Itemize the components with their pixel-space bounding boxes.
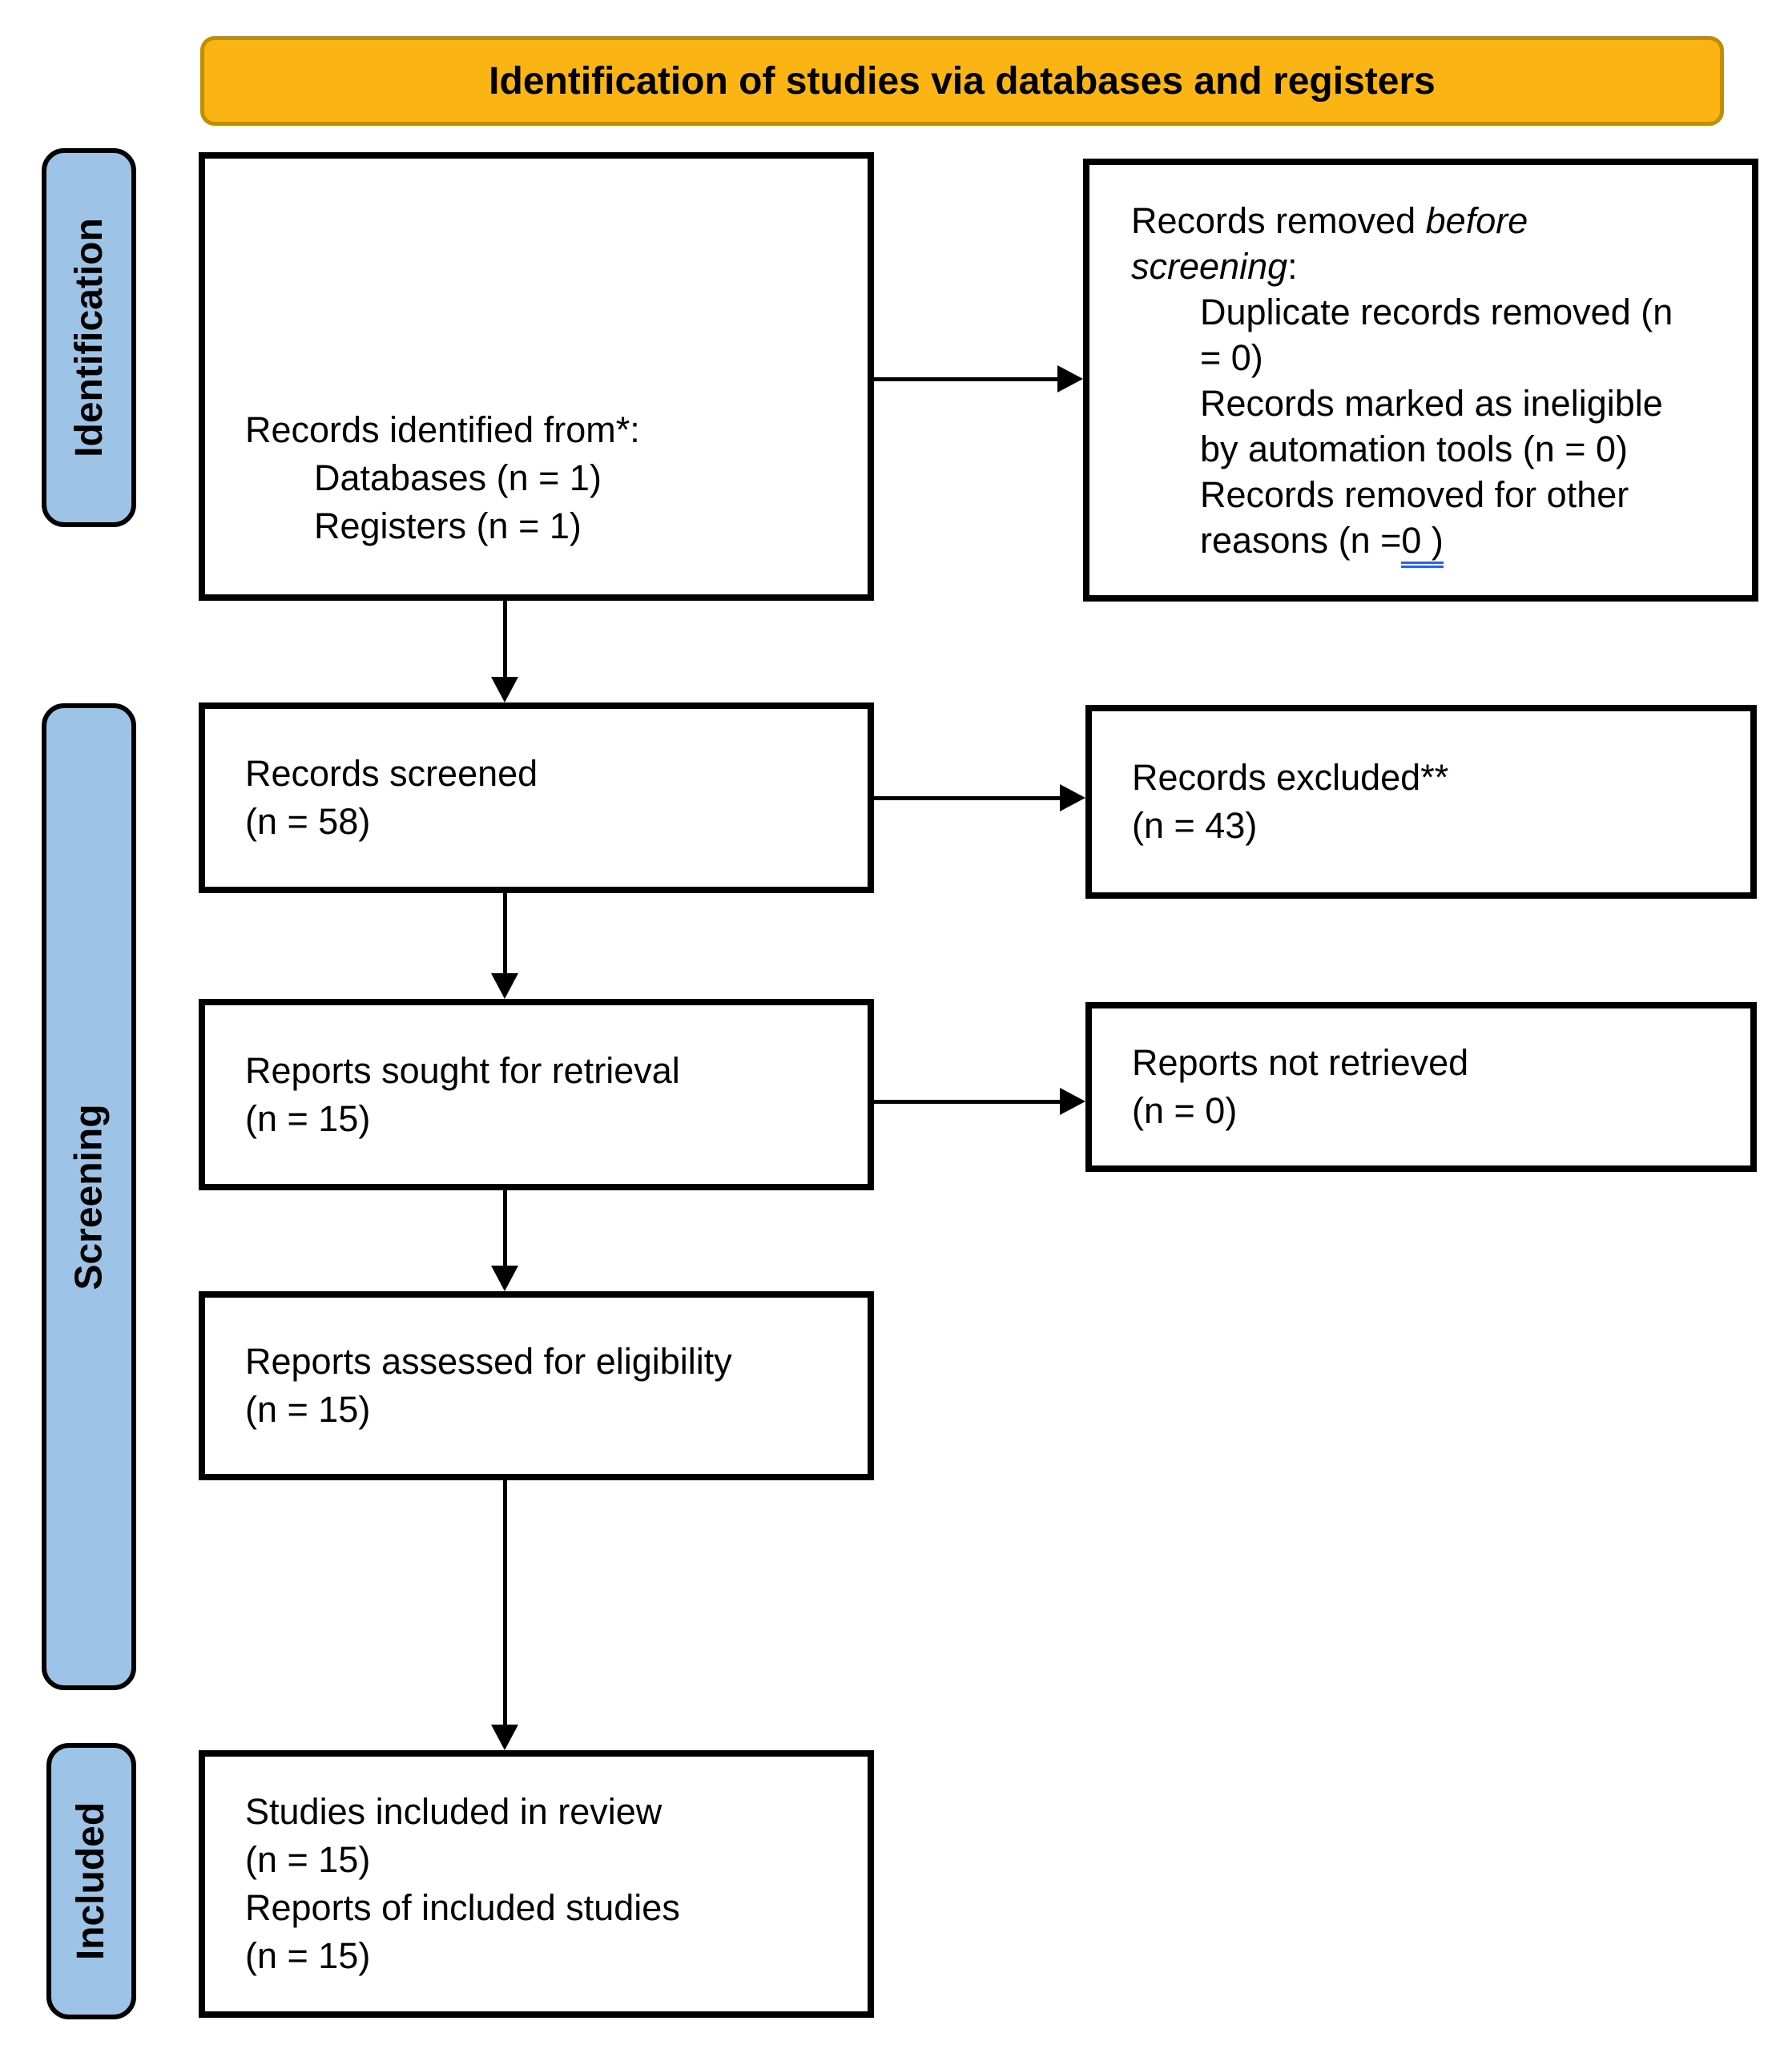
box-studies-included-count1: (n = 15)	[245, 1839, 371, 1880]
box-reports-not-retrieved: Reports not retrieved (n = 0)	[1085, 1002, 1757, 1172]
arrow-identified-to-screened	[489, 601, 521, 702]
box-reports-sought-line1: Reports sought for retrieval	[245, 1049, 680, 1091]
arrow-screened-to-sought	[489, 893, 521, 999]
title-banner: Identification of studies via databases …	[200, 36, 1724, 126]
box-reports-assessed: Reports assessed for eligibility (n = 15…	[199, 1291, 874, 1480]
arrow-identified-to-removed	[874, 363, 1083, 395]
arrow-sought-to-assessed	[489, 1190, 521, 1291]
box-records-removed-title-line2: screening:	[1131, 245, 1298, 287]
box-studies-included-line1: Studies included in review	[245, 1791, 662, 1832]
box-records-identified: Records identified from*: Databases (n =…	[199, 152, 874, 601]
box-records-removed-duplicates-line2: = 0)	[1200, 336, 1263, 378]
box-records-removed-duplicates-line1: Duplicate records removed (n	[1200, 291, 1673, 332]
box-studies-included-count2: (n = 15)	[245, 1935, 371, 1976]
box-reports-assessed-line1: Reports assessed for eligibility	[245, 1341, 732, 1382]
box-records-screened-line1: Records screened	[245, 753, 538, 794]
stage-label-screening: Screening	[67, 1103, 111, 1290]
box-records-removed-other-line1: Records removed for other	[1200, 473, 1629, 515]
arrow-assessed-to-included	[489, 1480, 521, 1750]
arrow-sought-to-not-retrieved	[874, 1085, 1085, 1117]
arrow-screened-to-excluded	[874, 782, 1085, 814]
box-studies-included-line3: Reports of included studies	[245, 1887, 680, 1928]
box-records-removed-automation-line2: by automation tools (n = 0)	[1200, 428, 1629, 469]
box-reports-not-retrieved-count: (n = 0)	[1132, 1090, 1238, 1131]
stage-band-identification: Identification	[42, 148, 136, 527]
box-records-removed-other-line2: reasons (n =0 )	[1200, 517, 1728, 568]
box-records-excluded: Records excluded** (n = 43)	[1085, 705, 1757, 899]
box-records-screened-count: (n = 58)	[245, 801, 371, 842]
box-records-identified-item-databases: Databases (n = 1)	[314, 457, 602, 498]
tracked-change-underline: 0 )	[1401, 519, 1444, 568]
box-records-excluded-count: (n = 43)	[1132, 805, 1258, 846]
box-records-removed: Records removed before screening: Duplic…	[1083, 159, 1758, 602]
box-records-identified-title: Records identified from*:	[245, 409, 640, 450]
box-reports-not-retrieved-line1: Reports not retrieved	[1132, 1042, 1469, 1083]
box-records-removed-automation-line1: Records marked as ineligible	[1200, 382, 1663, 424]
banner-title: Identification of studies via databases …	[489, 59, 1436, 103]
box-records-removed-title-line1: Records removed before	[1131, 199, 1528, 241]
stage-band-included: Included	[46, 1743, 136, 2019]
box-records-screened: Records screened (n = 58)	[199, 702, 874, 893]
stage-band-screening: Screening	[42, 703, 136, 1690]
box-studies-included: Studies included in review (n = 15) Repo…	[199, 1750, 874, 2018]
box-records-excluded-line1: Records excluded**	[1132, 757, 1449, 798]
box-reports-sought: Reports sought for retrieval (n = 15)	[199, 999, 874, 1190]
stage-label-included: Included	[70, 1801, 113, 1961]
stage-label-identification: Identification	[67, 218, 111, 457]
box-records-identified-item-registers: Registers (n = 1)	[314, 505, 582, 546]
box-reports-sought-count: (n = 15)	[245, 1097, 371, 1139]
box-reports-assessed-count: (n = 15)	[245, 1389, 371, 1430]
